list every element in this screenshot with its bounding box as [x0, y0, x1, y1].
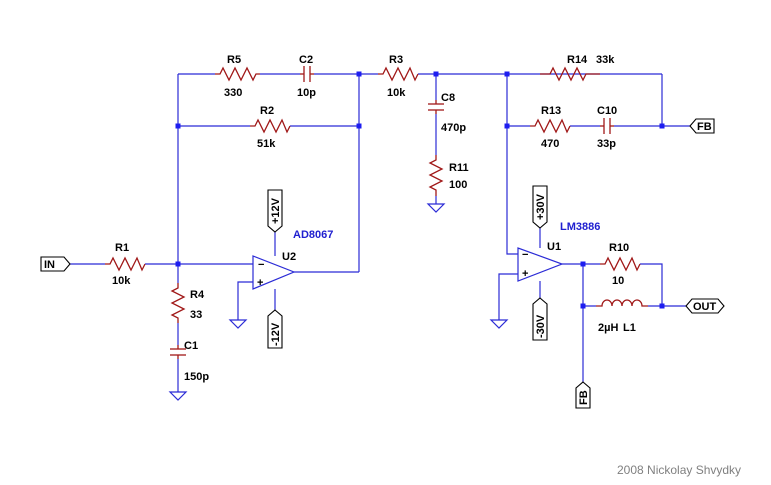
- port-neg30-label: -30V: [535, 314, 547, 338]
- resistor-r11: [428, 155, 444, 196]
- l1-name: L1: [623, 322, 636, 334]
- junction-dot: [175, 261, 181, 267]
- ground-symbol: [489, 319, 509, 329]
- r11-name: R11: [449, 162, 469, 174]
- ground-symbol: [228, 319, 248, 329]
- r4-name: R4: [190, 289, 205, 301]
- r2-value: 51k: [257, 138, 276, 150]
- port-pos12-label: +12V: [270, 197, 282, 224]
- port-fb-bottom-label: FB: [578, 390, 590, 405]
- port-pos30-label: +30V: [535, 193, 547, 220]
- wire-out-node: [582, 264, 596, 307]
- resistor-r4: [170, 283, 186, 323]
- wire-r10-right: [640, 263, 663, 306]
- junction-dot: [356, 123, 362, 129]
- r13-value: 470: [541, 138, 559, 150]
- c1-value: 150p: [184, 371, 209, 383]
- u1-part: LM3886: [560, 221, 600, 233]
- capacitor-c1: [170, 345, 186, 359]
- junctions: [175, 71, 665, 309]
- port-in-flag: [40, 256, 71, 272]
- junction-dot: [175, 123, 181, 129]
- resistor-r5: [215, 66, 260, 82]
- u2-plus-pin-symbol: +: [257, 277, 263, 289]
- port-fb-right-label: FB: [697, 121, 712, 133]
- junction-dot: [356, 71, 362, 77]
- resistor-r3: [378, 66, 419, 82]
- opamp-u2: − +: [252, 255, 296, 290]
- r14-name: R14: [567, 54, 588, 66]
- r5-value: 330: [224, 87, 242, 99]
- u1-plus-pin-symbol: +: [522, 268, 528, 280]
- resistor-r2: [250, 118, 291, 134]
- r13-name: R13: [541, 105, 561, 117]
- port-out-flag: [685, 298, 725, 314]
- capacitor-c8: [428, 100, 444, 114]
- c8-value: 470p: [441, 122, 466, 134]
- r4-value: 33: [190, 309, 202, 321]
- capacitor-c2: [300, 66, 314, 82]
- resistors: [105, 66, 641, 323]
- junction-dot: [580, 303, 586, 309]
- r1-name: R1: [115, 242, 129, 254]
- u1-minus-pin-symbol: −: [522, 249, 528, 261]
- component-labels: R5 330 C2 10p R3 10k R14 33k R2 51k C8 4…: [112, 54, 636, 383]
- port-fb-right-flag: [689, 118, 715, 134]
- grounds: [168, 203, 509, 401]
- credit-text: 2008 Nickolay Shvydky: [617, 463, 741, 477]
- r11-value: 100: [449, 179, 467, 191]
- c8-name: C8: [441, 92, 455, 104]
- r5-name: R5: [227, 54, 241, 66]
- port-out-label: OUT: [693, 301, 717, 313]
- opamp-u1: − +: [517, 247, 564, 282]
- resistor-r14: [540, 66, 600, 82]
- c10-value: 33p: [597, 138, 616, 150]
- r14-value: 33k: [596, 54, 615, 66]
- u2-name: U2: [282, 251, 296, 263]
- resistor-r13: [530, 118, 571, 134]
- r10-value: 10: [612, 275, 624, 287]
- c2-name: C2: [299, 54, 313, 66]
- port-neg30-flag: [532, 297, 548, 341]
- u2-minus-pin-symbol: −: [258, 259, 264, 271]
- capacitors: [170, 66, 614, 359]
- port-pos30-flag: [532, 185, 548, 229]
- r1-value: 10k: [112, 275, 131, 287]
- port-pos12-flag: [267, 189, 283, 233]
- junction-dot: [659, 123, 665, 129]
- junction-dot: [659, 303, 665, 309]
- ground-symbol: [426, 203, 446, 213]
- u1-name: U1: [547, 241, 561, 253]
- wire-u1-plus-to-gnd: [498, 273, 518, 320]
- r3-value: 10k: [387, 87, 406, 99]
- port-neg12-flag: [267, 309, 283, 349]
- wire-u2-plus-to-gnd: [237, 281, 253, 320]
- resistor-r10: [600, 256, 641, 272]
- c1-name: C1: [184, 340, 198, 352]
- port-in-label: IN: [44, 259, 55, 271]
- c2-value: 10p: [297, 87, 316, 99]
- r2-name: R2: [260, 105, 274, 117]
- port-neg12-label: -12V: [270, 322, 282, 346]
- l1-value: 2µH: [598, 322, 618, 334]
- port-flags: IN OUT FB FB +12V -12V +30V -30V: [40, 118, 725, 409]
- wire-u1-minus-vertical: [506, 74, 518, 255]
- ground-symbol: [168, 391, 188, 401]
- u2-part: AD8067: [293, 229, 333, 241]
- junction-dot: [504, 123, 510, 129]
- c10-name: C10: [597, 105, 617, 117]
- port-fb-bottom-flag: [575, 381, 591, 409]
- junction-dot: [433, 71, 439, 77]
- junction-dot: [504, 71, 510, 77]
- wires: [70, 73, 690, 392]
- inductor-l1: [596, 299, 648, 307]
- r3-name: R3: [389, 54, 403, 66]
- r10-name: R10: [609, 242, 629, 254]
- junction-dot: [580, 261, 586, 267]
- capacitor-c10: [600, 118, 614, 134]
- resistor-r1: [105, 256, 146, 272]
